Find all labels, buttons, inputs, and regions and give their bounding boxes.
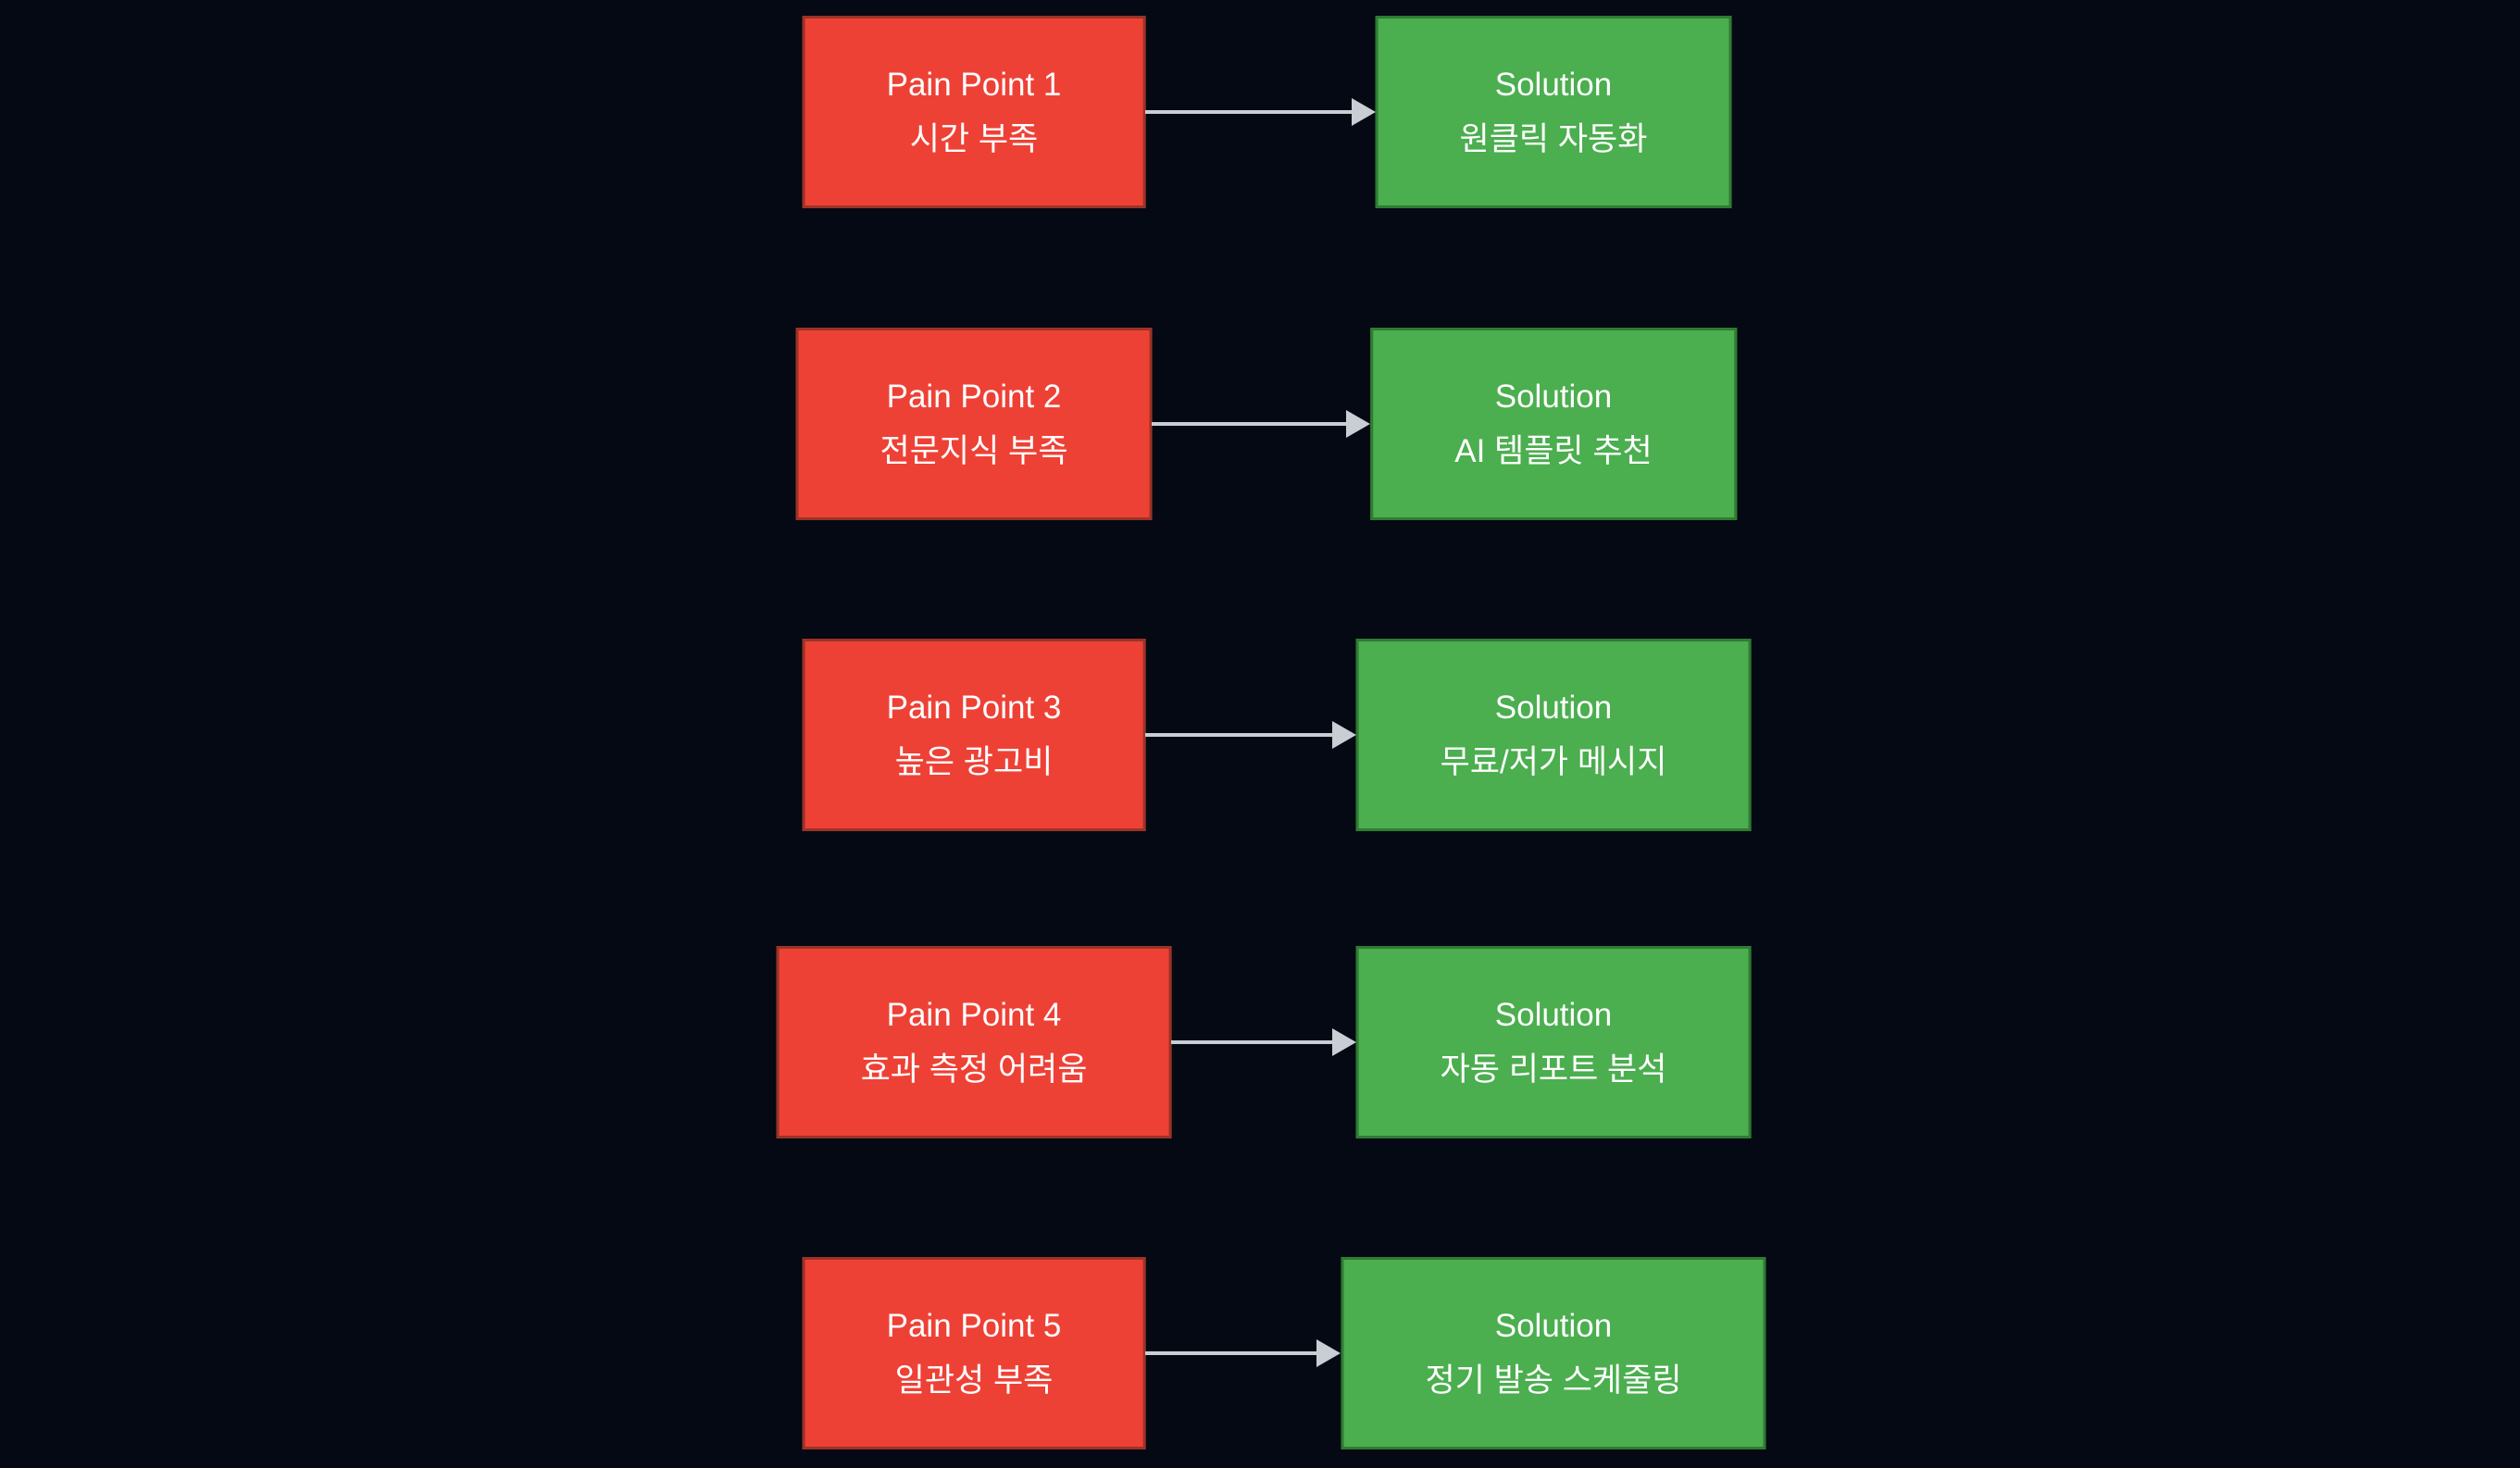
pain-point-title: Pain Point 4 — [886, 997, 1062, 1033]
pain-point-4-node: Pain Point 4 효과 측정 어려움 — [776, 946, 1172, 1138]
pain-point-5-node: Pain Point 5 일관성 부족 — [802, 1257, 1146, 1449]
arrow-connector — [1145, 720, 1356, 750]
pain-point-subtitle: 일관성 부족 — [894, 1362, 1054, 1399]
mapping-row-5: Pain Point 5 일관성 부족 Solution 정기 발송 스케줄링 — [0, 1257, 2520, 1449]
mapping-row-3: Pain Point 3 높은 광고비 Solution 무료/저가 메시지 — [0, 639, 2520, 831]
arrow-head-icon — [1351, 98, 1376, 126]
mapping-row-2: Pain Point 2 전문지식 부족 Solution AI 템플릿 추천 — [0, 328, 2520, 520]
pain-point-subtitle: 높은 광고비 — [894, 744, 1054, 780]
arrow-connector — [1145, 1338, 1341, 1368]
pain-point-2-node: Pain Point 2 전문지식 부족 — [795, 328, 1153, 520]
arrow-head-icon — [1331, 1028, 1356, 1056]
arrow-line — [1152, 422, 1348, 426]
solution-title: Solution — [1494, 67, 1613, 103]
arrow-connector — [1145, 97, 1376, 127]
solution-4-node: Solution 자동 리포트 분석 — [1355, 946, 1752, 1138]
pain-point-1-node: Pain Point 1 시간 부족 — [802, 16, 1146, 208]
solution-title: Solution — [1494, 997, 1613, 1033]
arrow-head-icon — [1316, 1339, 1341, 1367]
solution-subtitle: 정기 발송 스케줄링 — [1425, 1362, 1682, 1399]
solution-title: Solution — [1494, 690, 1613, 726]
pain-point-3-node: Pain Point 3 높은 광고비 — [802, 639, 1146, 831]
pain-point-title: Pain Point 5 — [886, 1308, 1062, 1344]
solution-1-node: Solution 원클릭 자동화 — [1375, 16, 1732, 208]
solution-title: Solution — [1494, 1308, 1613, 1344]
solution-subtitle: 자동 리포트 분석 — [1440, 1051, 1667, 1088]
solution-3-node: Solution 무료/저가 메시지 — [1355, 639, 1752, 831]
pain-point-title: Pain Point 2 — [886, 379, 1062, 415]
arrow-connector — [1152, 409, 1371, 439]
arrow-head-icon — [1346, 410, 1371, 438]
mapping-row-4: Pain Point 4 효과 측정 어려움 Solution 자동 리포트 분… — [0, 946, 2520, 1138]
arrow-head-icon — [1331, 721, 1356, 749]
solution-5-node: Solution 정기 발송 스케줄링 — [1341, 1257, 1766, 1449]
arrow-connector — [1171, 1027, 1356, 1057]
solution-title: Solution — [1494, 379, 1613, 415]
arrow-line — [1145, 1351, 1318, 1355]
pain-point-title: Pain Point 1 — [886, 67, 1062, 103]
arrow-line — [1171, 1040, 1333, 1044]
arrow-line — [1145, 110, 1353, 114]
mapping-row-1: Pain Point 1 시간 부족 Solution 원클릭 자동화 — [0, 16, 2520, 208]
solution-subtitle: 원클릭 자동화 — [1459, 121, 1648, 157]
solution-subtitle: AI 템플릿 추천 — [1454, 433, 1653, 469]
pain-point-subtitle: 시간 부족 — [909, 121, 1039, 157]
pain-point-subtitle: 전문지식 부족 — [880, 433, 1068, 469]
solution-subtitle: 무료/저가 메시지 — [1440, 744, 1667, 780]
solution-2-node: Solution AI 템플릿 추천 — [1370, 328, 1737, 520]
pain-point-subtitle: 효과 측정 어려움 — [860, 1051, 1088, 1088]
pain-point-title: Pain Point 3 — [886, 690, 1062, 726]
arrow-line — [1145, 733, 1333, 737]
